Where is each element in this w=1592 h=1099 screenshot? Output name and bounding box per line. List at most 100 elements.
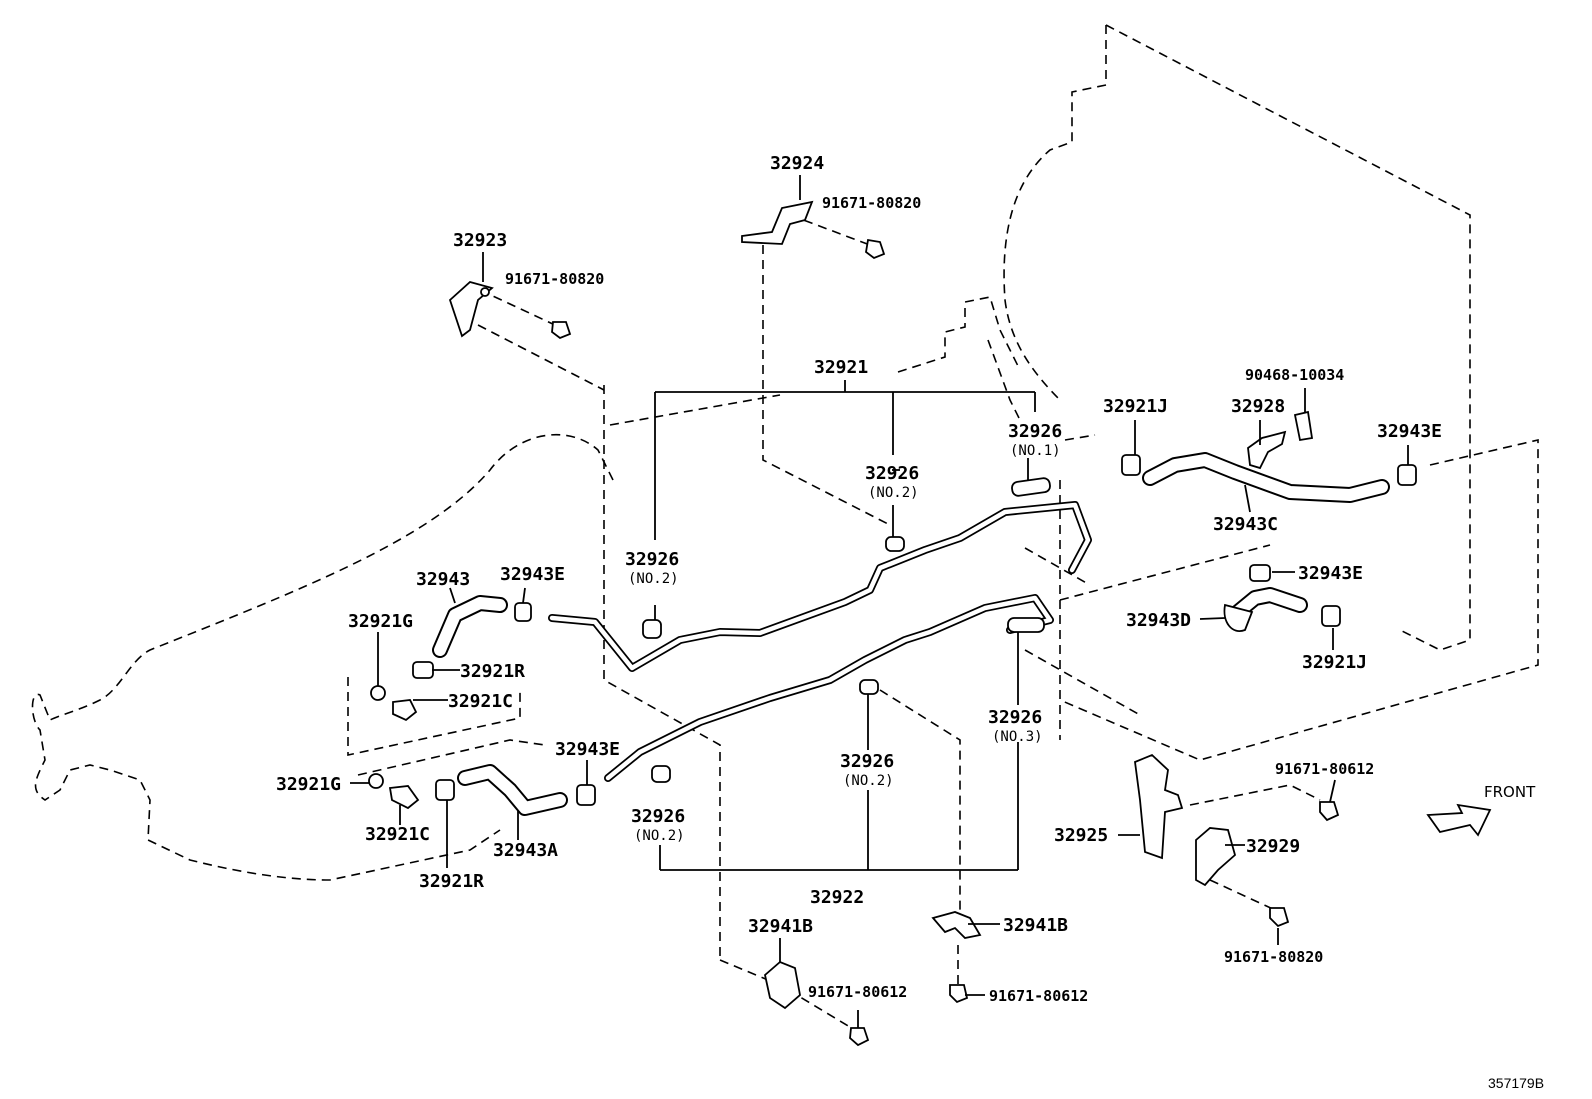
bracket-32924 bbox=[741, 200, 814, 245]
bolt-91671-80612-mid bbox=[949, 984, 969, 1004]
label-32943C: 32943C bbox=[1213, 514, 1278, 535]
label-32924: 32924 bbox=[770, 153, 824, 174]
oring-32921G-upper bbox=[370, 685, 386, 701]
label-32921: 32921 bbox=[814, 357, 868, 378]
bracket-32925 bbox=[1134, 753, 1184, 860]
sleeve-no1 bbox=[1011, 477, 1051, 497]
label-32921C-a: 32921C bbox=[448, 691, 513, 712]
label-32926-no2-d: 32926 bbox=[631, 806, 685, 827]
label-32926-no3-sub: (NO.3) bbox=[992, 729, 1043, 745]
bolt-91671-80820-upper bbox=[865, 238, 886, 260]
label-91671-80820-c: 91671-80820 bbox=[1224, 948, 1323, 966]
bolt-91671-80820-left bbox=[551, 321, 572, 340]
bolt-91671-80612-left bbox=[849, 1027, 870, 1047]
label-32922: 32922 bbox=[810, 887, 864, 908]
front-arrow-icon bbox=[1426, 803, 1492, 837]
label-32921R-b: 32921R bbox=[419, 871, 484, 892]
transmission-front-edge bbox=[603, 385, 721, 960]
leader-box-left bbox=[347, 677, 521, 756]
label-32926-no2-a-sub: (NO.2) bbox=[868, 485, 919, 501]
sleeve-no2-a bbox=[885, 536, 905, 552]
label-32943E-b: 32943E bbox=[500, 564, 565, 585]
leader-pipe-right bbox=[1059, 544, 1271, 601]
clamp-32943E-right-upper bbox=[1397, 464, 1417, 486]
clamp-32921J-upper bbox=[1121, 454, 1141, 476]
label-32941B-b: 32941B bbox=[1003, 915, 1068, 936]
label-32921G-a: 32921G bbox=[348, 611, 413, 632]
clip-90468-10034 bbox=[1293, 410, 1314, 442]
label-91671-80612-b: 91671-80612 bbox=[808, 983, 907, 1001]
clamp-32921J-lower bbox=[1321, 605, 1341, 627]
label-32921J-b: 32921J bbox=[1302, 652, 1367, 673]
bolt-91671-80820-lower bbox=[1269, 907, 1290, 928]
lower-pipe bbox=[604, 594, 1054, 782]
engine-outline bbox=[1003, 25, 1107, 401]
label-32921R-a: 32921R bbox=[460, 661, 525, 682]
label-front: FRONT bbox=[1484, 783, 1536, 801]
label-32926-no2-c-sub: (NO.2) bbox=[843, 773, 894, 789]
bracket-32923 bbox=[448, 281, 494, 338]
hose-32943D-elbow bbox=[1223, 603, 1254, 632]
label-32926-no2-c: 32926 bbox=[840, 751, 894, 772]
fitting-32921C-upper bbox=[392, 699, 418, 722]
label-32941B-a: 32941B bbox=[748, 916, 813, 937]
leader-box-left-b bbox=[357, 739, 546, 776]
leader-32921J bbox=[1064, 434, 1096, 441]
leader-32924 bbox=[762, 245, 891, 526]
label-32943D: 32943D bbox=[1126, 610, 1191, 631]
clamp-32943E-right-mid bbox=[1249, 564, 1271, 582]
leader-32923 bbox=[477, 324, 605, 391]
label-32928: 32928 bbox=[1231, 396, 1285, 417]
label-32921C-b: 32921C bbox=[365, 824, 430, 845]
leader-32941B-b bbox=[879, 689, 961, 915]
bracket-32941B-right bbox=[931, 911, 982, 939]
label-32943: 32943 bbox=[416, 569, 470, 590]
leader-32925-b bbox=[1024, 649, 1141, 716]
engine-step-b bbox=[987, 339, 1021, 421]
sleeve-no3 bbox=[1007, 617, 1045, 633]
leader-32925 bbox=[1024, 547, 1091, 586]
label-91671-80820-a: 91671-80820 bbox=[822, 194, 921, 212]
diagram-id: 357179B bbox=[1488, 1075, 1544, 1091]
leader-91671-80612-a bbox=[1189, 784, 1321, 806]
bracket-32929 bbox=[1195, 827, 1237, 887]
sleeve-no2-c bbox=[859, 679, 879, 695]
leader-32929 bbox=[1209, 879, 1276, 911]
leader-upper-bolt-b bbox=[479, 289, 556, 326]
bolt-91671-80612-right bbox=[1319, 801, 1340, 822]
label-32925: 32925 bbox=[1054, 825, 1108, 846]
label-32926-no2-b: 32926 bbox=[625, 549, 679, 570]
label-91671-80820-b: 91671-80820 bbox=[505, 270, 604, 288]
label-32929: 32929 bbox=[1246, 836, 1300, 857]
label-32926-no1: 32926 bbox=[1008, 421, 1062, 442]
engine-outline-right bbox=[1105, 24, 1471, 651]
label-91671-80612-c: 91671-80612 bbox=[989, 987, 1088, 1005]
label-32926-no2-d-sub: (NO.2) bbox=[634, 828, 685, 844]
leader-front-box bbox=[1059, 438, 1539, 761]
sleeve-no2-d bbox=[651, 765, 671, 783]
label-32921G-b: 32921G bbox=[276, 774, 341, 795]
bracket-32928 bbox=[1247, 430, 1287, 470]
oring-32921G-lower bbox=[368, 773, 384, 789]
bracket-32941B-left bbox=[764, 960, 801, 1010]
label-32943E-a: 32943E bbox=[1377, 421, 1442, 442]
clamp-32921R-upper bbox=[412, 661, 434, 679]
label-32943E-c: 32943E bbox=[1298, 563, 1363, 584]
fitting-32921C-lower bbox=[388, 785, 420, 810]
clamp-32921R-lower bbox=[435, 779, 455, 801]
sleeve-no2-b bbox=[642, 619, 662, 639]
transmission-outline bbox=[31, 433, 614, 881]
clamp-32943E-left-upper bbox=[514, 602, 532, 622]
label-32943A: 32943A bbox=[493, 840, 558, 861]
transmission-top-edge bbox=[609, 394, 781, 426]
label-32923: 32923 bbox=[453, 230, 507, 251]
label-32926-no1-sub: (NO.1) bbox=[1010, 443, 1061, 459]
engine-step bbox=[897, 296, 1021, 373]
label-32926-no3: 32926 bbox=[988, 707, 1042, 728]
label-91671-80612-a: 91671-80612 bbox=[1275, 760, 1374, 778]
label-32943E-d: 32943E bbox=[555, 739, 620, 760]
label-32921J-a: 32921J bbox=[1103, 396, 1168, 417]
label-90468-10034: 90468-10034 bbox=[1245, 366, 1344, 384]
